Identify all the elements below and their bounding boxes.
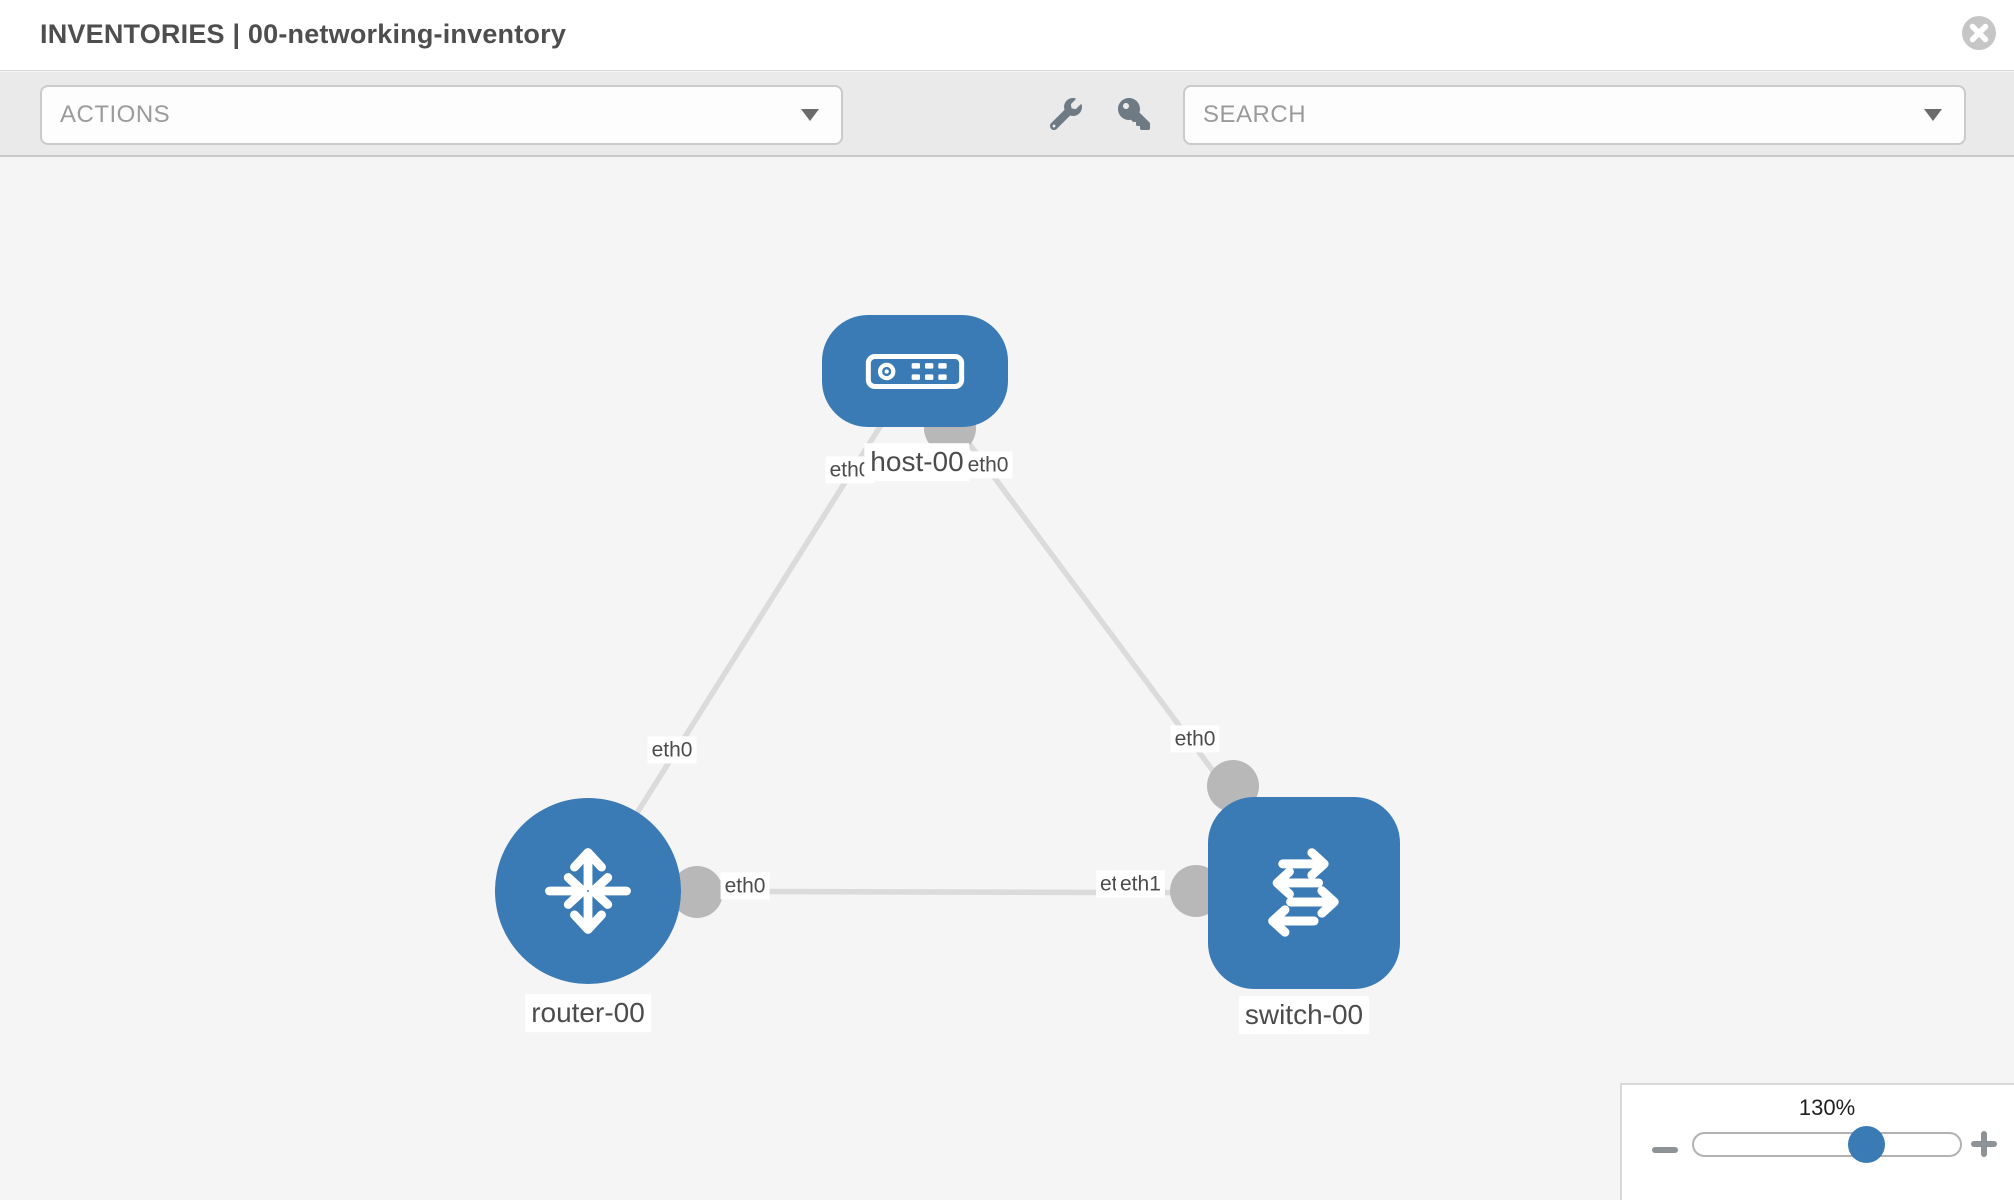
connector-dot xyxy=(671,866,723,918)
zoom-in-button[interactable] xyxy=(1969,1129,1999,1159)
zoom-slider-thumb[interactable] xyxy=(1848,1126,1885,1163)
node-host-00[interactable] xyxy=(822,315,1008,427)
key-button[interactable] xyxy=(1117,98,1151,132)
actions-dropdown-label: ACTIONS xyxy=(60,101,171,128)
node-label-switch-00: switch-00 xyxy=(1238,996,1370,1034)
chevron-down-icon xyxy=(1924,109,1942,121)
wrench-icon xyxy=(1049,98,1082,131)
zoom-level: 130% xyxy=(1798,1095,1856,1120)
key-icon xyxy=(1118,98,1150,130)
zoom-panel: 130% xyxy=(1620,1083,2014,1200)
node-router-00[interactable] xyxy=(495,798,681,984)
toolbar: ACTIONS SEARCH xyxy=(0,72,2014,157)
topology-canvas[interactable]: eth0 host-00 eth0 eth0 eth0 eth0 eth0 et… xyxy=(0,157,2014,1200)
minus-icon xyxy=(1652,1147,1678,1153)
server-icon xyxy=(865,353,965,389)
close-icon xyxy=(1962,16,1996,50)
node-switch-00[interactable] xyxy=(1208,797,1400,989)
plus-icon xyxy=(1969,1129,1999,1159)
interface-label: eth0 xyxy=(720,872,770,900)
router-arrows-icon xyxy=(545,848,631,934)
interface-label: eth0 xyxy=(963,451,1013,479)
search-dropdown-label: SEARCH xyxy=(1203,101,1307,128)
zoom-slider-track[interactable] xyxy=(1692,1126,1962,1163)
page-title: INVENTORIES | 00-networking-inventory xyxy=(40,19,567,49)
chevron-down-icon xyxy=(801,109,819,121)
close-button[interactable] xyxy=(1961,15,1997,51)
tools-button[interactable] xyxy=(1049,98,1083,132)
node-label-router-00: router-00 xyxy=(525,994,651,1032)
topology-links-layer xyxy=(585,369,1307,918)
interface-label: eth1 xyxy=(1116,870,1165,898)
header: INVENTORIES | 00-networking-inventory xyxy=(0,0,2014,71)
interface-label: eth0 xyxy=(647,736,697,764)
node-label-host-00: host-00 xyxy=(864,443,970,481)
search-dropdown[interactable]: SEARCH xyxy=(1183,85,1966,145)
actions-dropdown[interactable]: ACTIONS xyxy=(40,85,843,145)
interface-label: eth0 xyxy=(1170,725,1220,753)
switch-arrows-icon xyxy=(1268,848,1339,937)
zoom-out-button[interactable] xyxy=(1650,1129,1680,1159)
